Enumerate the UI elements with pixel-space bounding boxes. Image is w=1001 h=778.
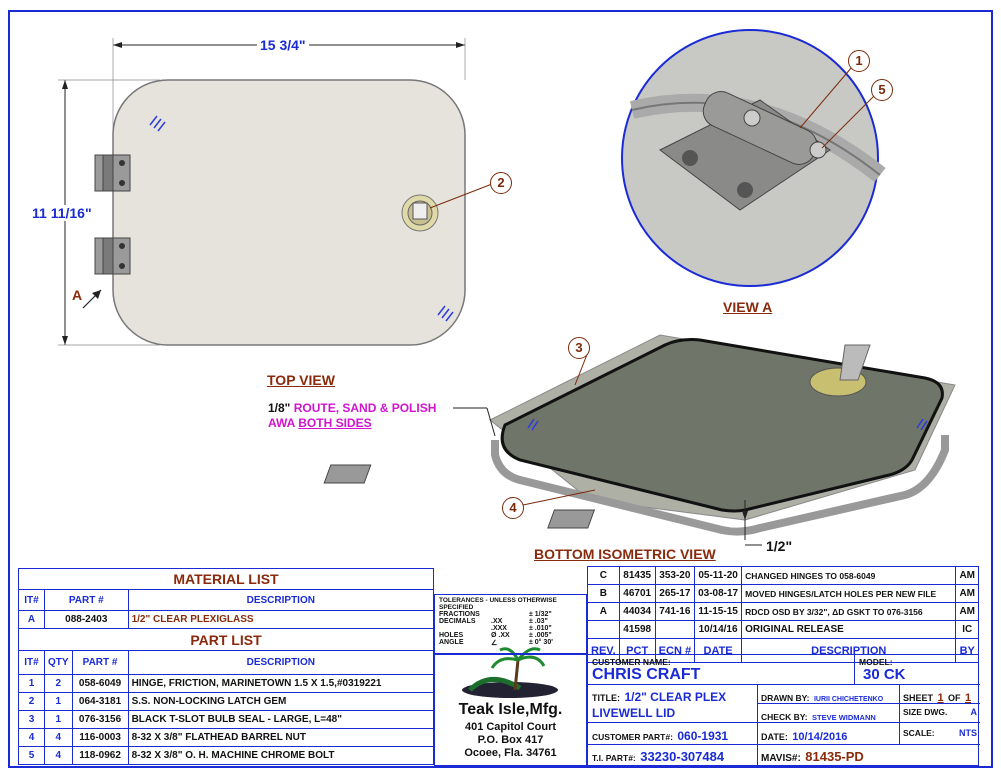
- revision-row: B 46701 265-17 03-08-17 MOVED HINGES/LAT…: [587, 584, 979, 603]
- height-dimension: 11 11/16": [30, 205, 94, 221]
- date-cell: DATE: 10/14/2016: [758, 723, 900, 745]
- callout-2: 2: [490, 172, 512, 194]
- callout-1: 1: [848, 50, 870, 72]
- revision-row: C 81435 353-20 05-11-20 CHANGED HINGES T…: [587, 566, 979, 585]
- company-address-1: 401 Capitol Court: [464, 721, 557, 733]
- revision-table: C 81435 353-20 05-11-20 CHANGED HINGES T…: [587, 566, 979, 663]
- part-row: 4 4 116-0003 8-32 X 3/8" FLATHEAD BARREL…: [18, 728, 435, 747]
- top-view-label: TOP VIEW: [267, 372, 335, 388]
- customer-part-cell: CUSTOMER PART#: 060-1931: [588, 723, 758, 745]
- part-title-row: PART LIST: [18, 628, 434, 651]
- route-note-line1: 1/8" ROUTE, SAND & POLISH: [268, 401, 437, 415]
- width-dimension: 15 3/4": [257, 37, 309, 53]
- tolerance-row: FRACTIONS ± 1/32": [439, 611, 552, 618]
- title-block: CUSTOMER NAME: CHRIS CRAFT MODEL: 30 CK …: [587, 654, 980, 767]
- company-name: Teak Isle,Mfg.: [458, 701, 563, 718]
- tolerance-row: HOLES Ø .XX ± .005": [439, 632, 552, 639]
- isometric-plate: [323, 334, 956, 536]
- part-row: 2 1 064-3181 S.S. NON-LOCKING LATCH GEM: [18, 692, 435, 711]
- bottom-iso-label: BOTTOM ISOMETRIC VIEW: [534, 546, 716, 562]
- section-a-label: A: [72, 287, 83, 303]
- company-address-2: P.O. Box 417: [477, 734, 544, 746]
- revision-row: 41598 10/14/16 ORIGINAL RELEASE IC: [587, 620, 979, 639]
- model-cell: MODEL: 30 CK: [855, 655, 980, 685]
- thickness-dimension: 1/2": [766, 538, 793, 554]
- callout-4: 4: [502, 497, 524, 519]
- part-row: 1 2 058-6049 HINGE, FRICTION, MARINETOWN…: [18, 674, 435, 693]
- check-by-cell: CHECK BY: STEVE WIDMANN: [758, 704, 900, 723]
- callout-5: 5: [871, 79, 893, 101]
- tolerance-block: TOLERANCES - UNLESS OTHERWISE SPECIFIED …: [434, 594, 587, 654]
- part-row: 3 1 076-3156 BLACK T-SLOT BULB SEAL - LA…: [18, 710, 435, 729]
- size-cell: SIZE DWG. A: [900, 704, 980, 723]
- company-logo-icon: [462, 647, 558, 698]
- material-title-row: MATERIAL LIST: [18, 568, 434, 590]
- tolerance-row: ANGLE ∠ ± 0° 30': [439, 639, 553, 647]
- route-note-line2: AWA BOTH SIDES: [268, 416, 372, 430]
- customer-name-cell: CUSTOMER NAME: CHRIS CRAFT: [588, 655, 855, 685]
- tolerance-row: .XXX ± .010": [491, 625, 552, 632]
- ti-part-cell: T.I. PART#: 33230-307484: [588, 745, 758, 767]
- company-block: Teak Isle,Mfg. 401 Capitol Court P.O. Bo…: [434, 654, 587, 766]
- part-row: 5 4 118-0962 8-32 X 3/8" O. H. MACHINE C…: [18, 746, 435, 765]
- tolerance-row: DECIMALS .XX ± .03": [439, 618, 548, 625]
- latch: [401, 194, 439, 232]
- scale-cell: SCALE: NTS: [900, 723, 980, 745]
- revision-header-row: REV. PCT ECN # DATE DESCRIPTION BY: [587, 638, 979, 663]
- title-cell: TITLE: 1/2" CLEAR PLEX LIVEWELL LID: [588, 685, 758, 723]
- company-address-3: Ocoee, Fla. 34761: [464, 747, 557, 759]
- drawn-by-cell: DRAWN BY: IURII CHICHETENKO: [758, 685, 900, 704]
- material-row: A 088-2403 1/2" CLEAR PLEXIGLASS: [18, 610, 435, 629]
- hinge-bottom: [94, 237, 131, 275]
- hinge-top: [94, 154, 131, 192]
- customer-name: CHRIS CRAFT: [592, 666, 701, 683]
- callout-3: 3: [568, 337, 590, 359]
- drawing-sheet: [8, 10, 993, 768]
- view-a-label: VIEW A: [723, 299, 773, 315]
- material-header-row: IT# PART # DESCRIPTION: [18, 589, 435, 611]
- sheet-cell: SHEET 1 OF 1: [900, 685, 980, 704]
- hinge-detail: [659, 91, 831, 211]
- part-header-row: IT# QTY PART # DESCRIPTION: [18, 650, 435, 675]
- revision-row: A 44034 741-16 11-15-15 RDCD OSD BY 3/32…: [587, 602, 979, 621]
- model-value: 30 CK: [863, 666, 906, 683]
- material-part-table: MATERIAL LIST IT# PART # DESCRIPTION A 0…: [18, 568, 435, 765]
- mavis-cell: MAVIS#: 81435-PD: [761, 749, 864, 764]
